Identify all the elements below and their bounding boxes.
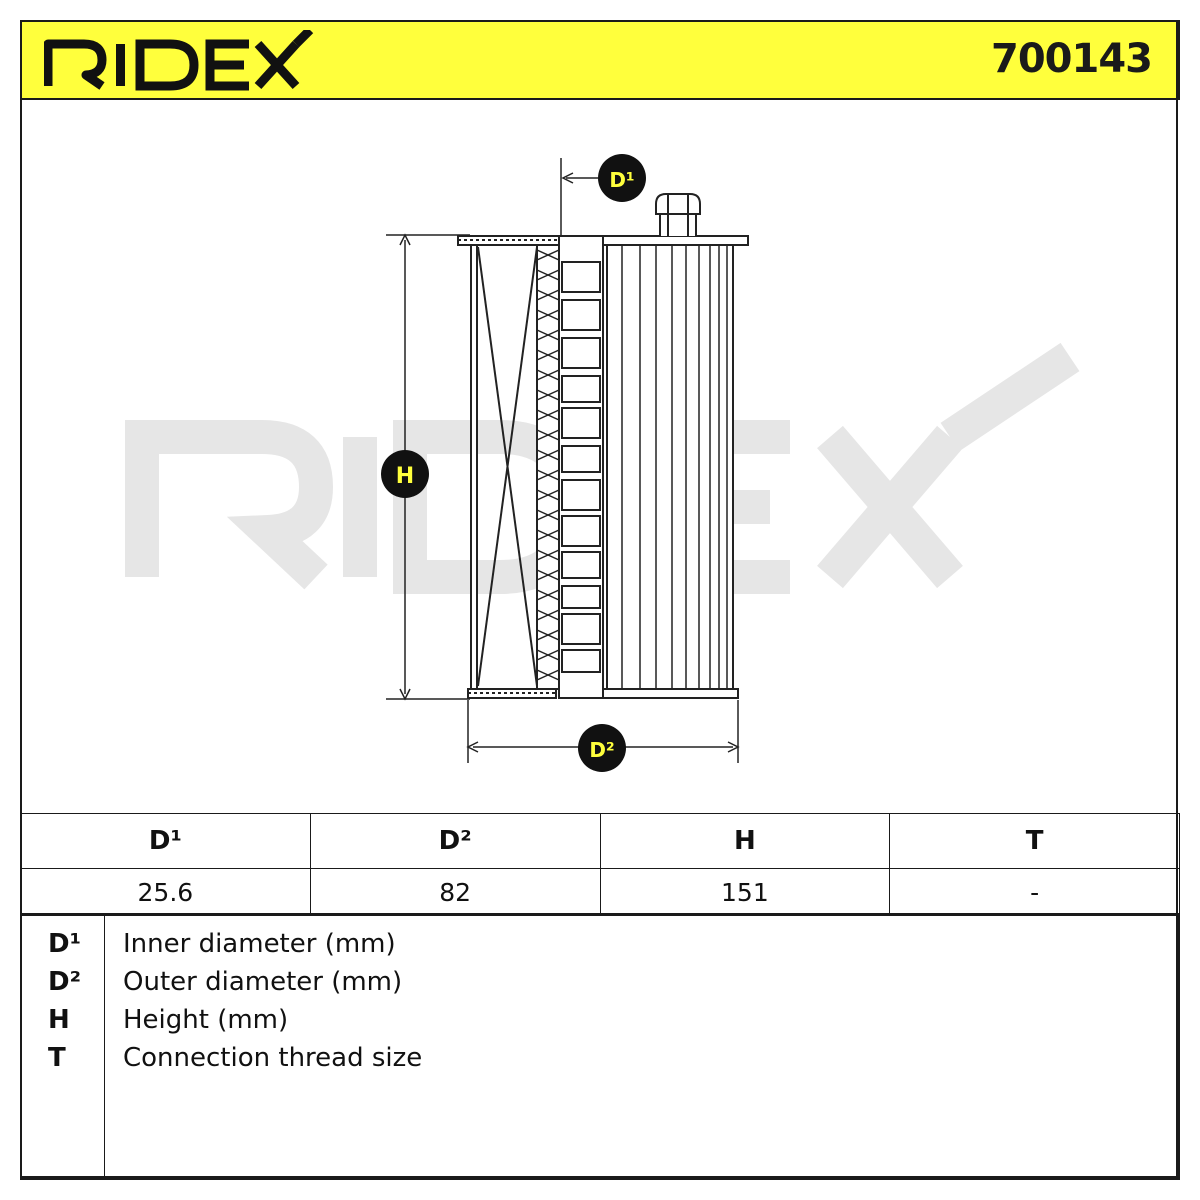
table-cell: 151 (599, 868, 891, 916)
table-header-cell: H (599, 813, 891, 869)
brand-logo (43, 26, 314, 98)
legend-description: Inner diameter (mm) (123, 929, 396, 959)
table-header-row: D¹ D² H T (20, 813, 1180, 869)
legend-description: Outer diameter (mm) (123, 967, 403, 997)
legend-key: H (48, 1005, 70, 1035)
d2-label: D² (589, 738, 614, 762)
inner-diameter-dimension (560, 158, 598, 236)
legend-key: T (48, 1043, 66, 1073)
filter-cross-section (457, 235, 604, 699)
part-number: 700143 (991, 36, 1153, 82)
legend-divider (104, 915, 105, 1178)
filter-exterior-view (602, 193, 749, 699)
d1-marker (598, 154, 646, 202)
legend-key: D² (48, 967, 81, 997)
table-cell: 25.6 (20, 868, 311, 916)
table-header-cell: D² (309, 813, 601, 869)
legend-item: D² Outer diameter (mm) (22, 967, 1178, 1005)
page-frame (20, 20, 1178, 1178)
legend-item: H Height (mm) (22, 1005, 1178, 1043)
legend-item: T Connection thread size (22, 1043, 1178, 1081)
table-header-cell: T (889, 813, 1180, 869)
legend-box: D¹ Inner diameter (mm) D² Outer diameter… (20, 913, 1180, 1180)
dimensions-table: D¹ D² H T 25.6 82 151 - (20, 813, 1180, 916)
table-header-cell: D¹ (20, 813, 311, 869)
h-marker (381, 450, 429, 498)
header-bar: 700143 (20, 20, 1180, 100)
legend-description: Height (mm) (123, 1005, 289, 1035)
h-label: H (396, 464, 414, 489)
table-cell: - (889, 868, 1180, 916)
d1-label: D¹ (609, 168, 634, 192)
legend-key: D¹ (48, 929, 81, 959)
table-row: 25.6 82 151 - (20, 868, 1180, 916)
legend-description: Connection thread size (123, 1043, 423, 1073)
legend-item: D¹ Inner diameter (mm) (22, 929, 1178, 967)
ridex-logo-icon (43, 26, 314, 91)
d2-marker (578, 724, 626, 772)
table-cell: 82 (309, 868, 601, 916)
